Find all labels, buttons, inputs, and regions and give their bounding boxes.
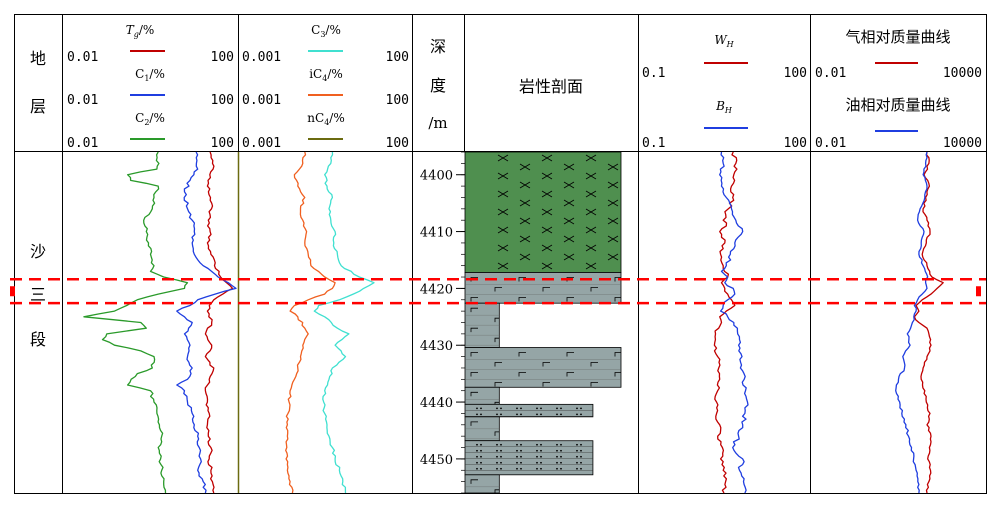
track2-scale-min-3: 0.001 — [242, 136, 281, 151]
bed-pattern — [465, 391, 500, 405]
track4-scale-min-1: 0.01 — [815, 66, 846, 81]
bed-pattern — [465, 443, 593, 471]
log-curve — [204, 151, 234, 494]
bed-rect — [464, 403, 594, 418]
ic4-label: iC4/% — [309, 67, 343, 83]
lithology-bed — [464, 403, 594, 418]
bed-pattern — [497, 154, 619, 270]
lithology-header: 岩性剖面 — [519, 77, 583, 96]
bh-label: BH — [715, 99, 733, 115]
oil-ratio-label: 油相对质量曲线 — [845, 96, 950, 114]
bed-rect — [464, 474, 500, 494]
track3-scale-min-1: 0.1 — [642, 66, 665, 81]
track2-scale-min-2: 0.001 — [242, 93, 281, 108]
bed-rect — [464, 440, 594, 476]
track1-scale-max-3: 100 — [211, 136, 234, 151]
bed-pattern — [465, 407, 593, 417]
depth-header-char-2: 度 — [430, 76, 446, 95]
highlight-left-marker — [10, 286, 15, 297]
track2-header: C3/% iC4/% nC4/% 0.001 100 0.001 100 0.0… — [242, 23, 409, 151]
log-curve — [895, 151, 929, 494]
strata-header-char-1: 地 — [30, 49, 46, 68]
depth-header-char-1: 深 — [430, 37, 446, 56]
depth-tick-label: 4420 — [420, 282, 453, 297]
formation-char-2: 三 — [30, 285, 46, 304]
track1-scale-max-1: 100 — [211, 50, 234, 65]
lithology-bed — [464, 302, 500, 348]
log-curve — [83, 151, 189, 494]
log-curve — [713, 151, 738, 494]
depth-tick-label: 4410 — [420, 226, 453, 241]
figure-border — [14, 14, 987, 494]
bed-rect — [464, 347, 622, 388]
lithology-bed — [464, 151, 622, 273]
track4-scale-max-1: 10000 — [943, 66, 982, 81]
table-grid — [14, 14, 987, 494]
lithology-bed — [464, 386, 500, 405]
track1-scale-max-2: 100 — [211, 93, 234, 108]
formation-char-1: 沙 — [30, 242, 46, 261]
log-curve — [285, 151, 336, 494]
lithology-bed — [464, 440, 594, 476]
depth-axis: 4400 4410 4420 4430 4440 4450 — [420, 151, 465, 494]
lithology-bed — [464, 474, 500, 494]
track3-scale-max-1: 100 — [784, 66, 807, 81]
track1-header: Tg/% C1/% C2/% 0.01 100 0.01 100 0.01 10… — [67, 23, 234, 151]
bed-pattern — [465, 307, 500, 346]
bed-pattern — [465, 421, 500, 439]
track2-scale-max-3: 100 — [386, 136, 409, 151]
track4-header: 气相对质量曲线 油相对质量曲线 0.01 10000 0.01 10000 — [815, 28, 982, 151]
log-curve — [719, 151, 749, 494]
track4-scale-max-2: 10000 — [943, 136, 982, 151]
log-curve — [313, 151, 375, 494]
track1-scale-min-2: 0.01 — [67, 93, 98, 108]
bed-pattern — [465, 479, 500, 493]
depth-tick-label: 4400 — [420, 169, 453, 184]
depth-tick-label: 4450 — [420, 453, 453, 468]
log-curve — [913, 151, 944, 494]
bed-pattern — [465, 352, 621, 387]
formation-char-3: 段 — [30, 330, 46, 349]
highlight-right-marker — [976, 286, 981, 297]
log-curves — [83, 151, 944, 494]
lithology-bed — [464, 347, 622, 388]
track1-scale-min-1: 0.01 — [67, 50, 98, 65]
gas-ratio-label: 气相对质量曲线 — [845, 28, 950, 46]
lithology-bed — [464, 416, 500, 442]
wh-label: WH — [714, 33, 734, 49]
track1-scale-min-3: 0.01 — [67, 136, 98, 151]
track3-scale-max-2: 100 — [784, 136, 807, 151]
depth-tick-label: 4430 — [420, 339, 453, 354]
track2-scale-min-1: 0.001 — [242, 50, 281, 65]
nc4-label: nC4/% — [307, 111, 344, 127]
strata-header-char-2: 层 — [30, 97, 46, 116]
track3-scale-min-2: 0.1 — [642, 136, 665, 151]
track3-header: WH BH 0.1 100 0.1 100 — [642, 33, 807, 151]
depth-header-unit: /m — [428, 114, 447, 132]
depth-tick-label: 4440 — [420, 396, 453, 411]
bed-rect — [464, 151, 622, 273]
track2-scale-max-2: 100 — [386, 93, 409, 108]
lithology-bed — [464, 272, 622, 304]
highlight-zone — [10, 278, 986, 305]
log-curve — [176, 151, 237, 494]
c2-label: C2/% — [135, 111, 165, 127]
c3-label: C3/% — [311, 23, 341, 39]
track4-scale-min-2: 0.01 — [815, 136, 846, 151]
tg-label: Tg/% — [126, 23, 155, 39]
bed-rect — [464, 302, 500, 348]
lithology-column — [464, 151, 622, 494]
track2-scale-max-1: 100 — [386, 50, 409, 65]
c1-label: C1/% — [135, 67, 165, 83]
bed-rect — [464, 386, 500, 405]
